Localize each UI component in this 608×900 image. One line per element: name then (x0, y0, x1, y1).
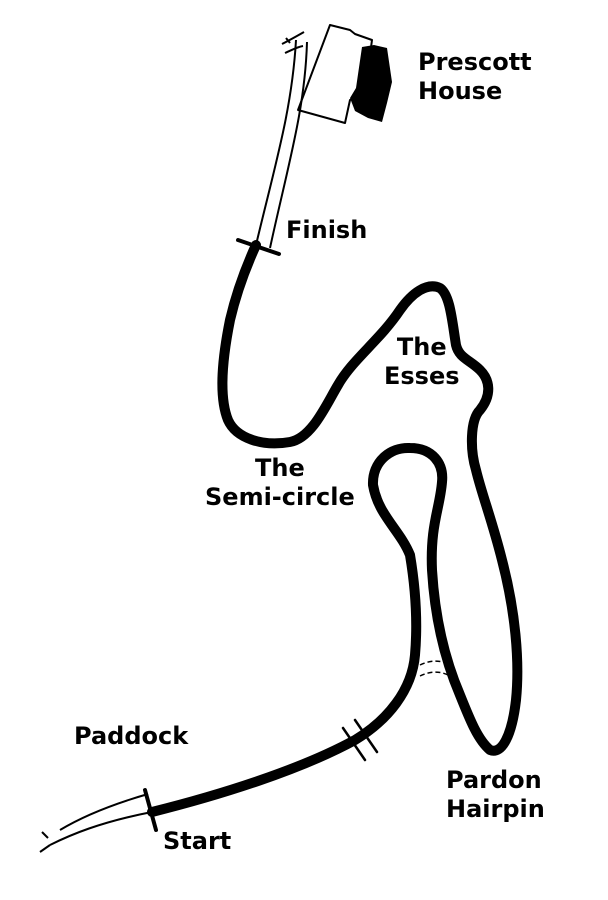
prescott-house-label: Prescott House (418, 48, 532, 105)
start-label: Start (163, 827, 232, 855)
footbridge (419, 660, 449, 677)
lower-road (39, 793, 153, 853)
track-bridge-marker (341, 718, 379, 762)
course-track (147, 240, 523, 817)
pardon-hairpin-label: Pardon Hairpin (446, 766, 545, 823)
finish-label: Finish (286, 216, 368, 244)
paddock-label: Paddock (74, 722, 189, 750)
the-semi-circle-label: The Semi-circle (205, 454, 355, 511)
finish-line (236, 238, 281, 256)
prescott-house-building (297, 24, 392, 124)
the-esses-label: The Esses (384, 333, 460, 390)
start-line (143, 788, 158, 832)
approach-road (255, 31, 308, 249)
